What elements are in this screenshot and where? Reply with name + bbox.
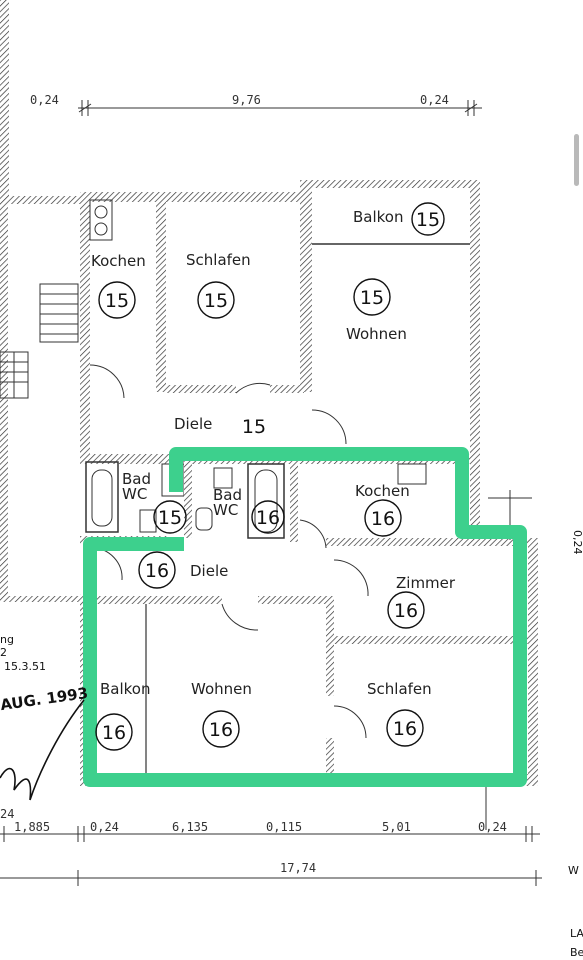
unit-number-balkon-16: 16 bbox=[102, 722, 126, 744]
scrollbar-thumb[interactable] bbox=[574, 134, 579, 186]
bottom-dimension-line: 24 1,885 0,24 6,135 0,115 5,01 0,24 17,7… bbox=[0, 807, 542, 886]
dim-top-right: 0,24 bbox=[420, 93, 449, 107]
unit-number-kochen-16: 16 bbox=[371, 508, 395, 530]
room-label-diele-16: Diele bbox=[190, 562, 228, 580]
dim-top-middle: 9,76 bbox=[232, 93, 261, 107]
dim-bottom-1: 1,885 bbox=[14, 820, 50, 834]
unit-number-bad-15: 15 bbox=[158, 507, 182, 529]
margin-text-vertical: 0,24 bbox=[571, 530, 583, 555]
margin-text-ng: ng bbox=[0, 633, 14, 646]
dim-bottom-5: 5,01 bbox=[382, 820, 411, 834]
dim-bottom-3: 6,135 bbox=[172, 820, 208, 834]
room-label-balkon-15: Balkon bbox=[353, 208, 404, 226]
room-label-kochen-16: Kochen bbox=[355, 482, 410, 500]
unit-number-schlafen-15: 15 bbox=[204, 290, 228, 312]
unit-number-balkon-15: 15 bbox=[416, 209, 440, 231]
dim-total: 17,74 bbox=[280, 861, 316, 875]
unit-number-kochen-15: 15 bbox=[105, 290, 129, 312]
dim-bottom-4: 0,115 bbox=[266, 820, 302, 834]
unit-number-bad-16: 16 bbox=[256, 507, 280, 529]
room-label-schlafen-15: Schlafen bbox=[186, 251, 251, 269]
dim-top-left: 0,24 bbox=[30, 93, 59, 107]
margin-text-la: LA bbox=[570, 927, 583, 940]
room-label-zimmer-16: Zimmer bbox=[396, 574, 456, 592]
room-label-balkon-16: Balkon bbox=[100, 680, 151, 698]
unit-number-wohnen-15: 15 bbox=[360, 287, 384, 309]
margin-text-date: 15.3.51 bbox=[4, 660, 46, 673]
room-label-diele-15: Diele bbox=[174, 415, 212, 433]
unit-number-wohnen-16: 16 bbox=[209, 719, 233, 741]
left-building bbox=[0, 0, 84, 602]
unit-number-markers bbox=[95, 202, 445, 751]
unit-16-labels: Kochen Diele Zimmer Balkon Wohnen Schlaf… bbox=[100, 482, 456, 698]
unit-number-diele-15: 15 bbox=[242, 416, 266, 438]
unit-number-texts: 15 15 15 15 15 15 16 16 16 16 16 16 16 bbox=[102, 209, 440, 744]
unit-number-zimmer-16: 16 bbox=[394, 600, 418, 622]
staircase bbox=[0, 283, 79, 399]
dim-bottom-2: 0,24 bbox=[90, 820, 119, 834]
margin-text-be: Be bbox=[570, 946, 583, 959]
unit-number-schlafen-16: 16 bbox=[393, 718, 417, 740]
unit-number-diele-16: 16 bbox=[145, 560, 169, 582]
room-label-schlafen-16: Schlafen bbox=[367, 680, 432, 698]
dim-left-edge: 24 bbox=[0, 807, 14, 821]
room-label-wohnen-15: Wohnen bbox=[346, 325, 407, 343]
dim-bottom-6: 0,24 bbox=[478, 820, 507, 834]
top-dimension-line: 0,24 9,76 0,24 bbox=[30, 93, 482, 116]
margin-text-line2: 2 bbox=[0, 646, 7, 659]
room-label-wohnen-16: Wohnen bbox=[191, 680, 252, 698]
apartment-16-highlight bbox=[83, 447, 527, 787]
signature bbox=[0, 699, 85, 801]
room-label-kochen-15: Kochen bbox=[91, 252, 146, 270]
margin-text-w: W bbox=[568, 864, 579, 877]
